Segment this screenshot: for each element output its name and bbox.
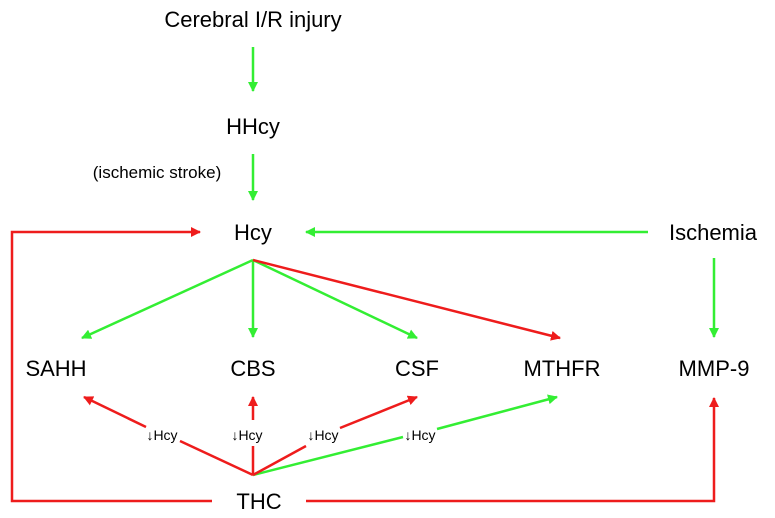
edge-label-thc-sahh: ↓Hcy <box>146 427 177 443</box>
node-hcy: Hcy <box>234 220 272 245</box>
node-thc: THC <box>236 489 281 514</box>
node-sahh: SAHH <box>25 356 86 381</box>
green-edges <box>81 47 719 477</box>
edge-hcy-csf <box>252 258 418 340</box>
edge-thc-mthfr-head <box>436 394 558 431</box>
label-ischemic-stroke: (ischemic stroke) <box>93 163 221 182</box>
edge-thc-mthfr <box>252 435 404 477</box>
edge-thc-csf <box>252 444 307 477</box>
edge-thc-mmp9 <box>306 397 719 503</box>
red-edges <box>10 227 719 503</box>
node-mmp9: MMP-9 <box>679 356 750 381</box>
node-hhcy: HHcy <box>226 114 280 139</box>
node-ischemia: Ischemia <box>669 220 758 245</box>
node-cbs: CBS <box>230 356 275 381</box>
edge-label-thc-csf: ↓Hcy <box>307 427 338 443</box>
edge-thc-hcy-loop <box>10 227 212 503</box>
edge-label-thc-cbs: ↓Hcy <box>231 427 262 443</box>
edge-label-thc-mthfr: ↓Hcy <box>404 427 435 443</box>
node-csf: CSF <box>395 356 439 381</box>
edge-thc-csf-head <box>339 395 418 430</box>
edge-hcy-mthfr <box>252 258 561 341</box>
node-mthfr: MTHFR <box>524 356 601 381</box>
node-cerebral-injury: Cerebral I/R injury <box>164 7 341 32</box>
edge-thc-sahh-head <box>83 395 147 429</box>
edge-thc-sahh <box>179 439 254 477</box>
edge-hcy-sahh <box>81 258 254 340</box>
